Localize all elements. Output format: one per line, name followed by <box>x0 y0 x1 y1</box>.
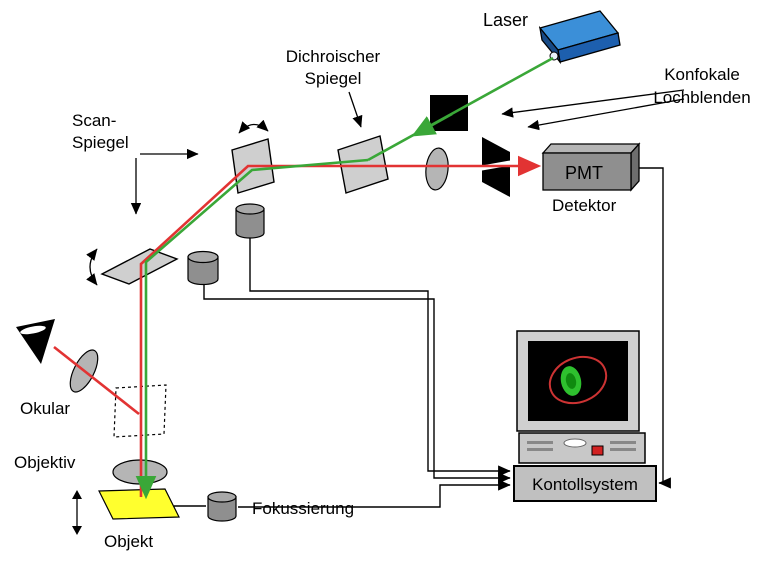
control-system: Kontollsystem <box>513 465 657 502</box>
focus-axis-arrow-down <box>72 526 82 535</box>
case-slot-1 <box>527 441 553 444</box>
okular-highlight <box>20 325 46 335</box>
fokussierung-label: Fokussierung <box>252 499 354 518</box>
pmt-label: PMT <box>565 163 603 183</box>
case-slot-3 <box>610 441 636 444</box>
scan-mirror-2-motor <box>187 256 219 286</box>
emission-beam-to-okular <box>53 345 140 416</box>
beam-paths <box>53 56 554 500</box>
case-badge <box>563 438 587 448</box>
text-labels: Laser Dichroischer Spiegel Konfokale Loc… <box>14 10 751 551</box>
case-slot-4 <box>610 448 636 451</box>
screen-cell-ring <box>548 355 608 405</box>
scan-mirror-2-motor-top <box>187 250 219 264</box>
scan-mirror-2-rotation-arrow <box>86 248 98 286</box>
scan-mirror-2-glass <box>100 248 179 285</box>
detection-lens <box>425 147 449 191</box>
focus-axis-arrow <box>72 490 82 535</box>
focus-motor-top <box>207 491 237 503</box>
pinholes-label-line2: Lochblenden <box>653 88 750 107</box>
objektiv-label: Objektiv <box>14 453 76 472</box>
wire-focus-to-control <box>238 479 511 508</box>
scan-mirror-1-rotation-arrow <box>238 119 269 134</box>
case-power-button <box>591 445 604 456</box>
specimen-object <box>98 488 180 520</box>
pmt-front-face <box>542 152 632 191</box>
dichroic-label-arrow <box>348 91 363 128</box>
pinholes-label-arrow-lower <box>527 98 685 131</box>
computer-monitor <box>516 330 640 432</box>
pmt-detector: PMT <box>541 142 641 192</box>
control-system-box <box>513 465 657 502</box>
excitation-beam-from-laser <box>367 56 554 162</box>
okular-funnel <box>16 319 55 364</box>
pmt-top-face <box>541 143 641 154</box>
laser-source <box>538 10 621 65</box>
focus-motor <box>207 491 237 522</box>
pinholes-label-line1: Konfokale <box>664 65 740 84</box>
screen-cell-nucleus <box>565 373 577 389</box>
dichroic-label-line2: Spiegel <box>305 69 362 88</box>
okular-eyepiece <box>16 319 99 393</box>
wire-scanmirror1-to-control <box>249 237 511 477</box>
emission-beam <box>139 155 542 497</box>
scan-label-line1: Scan- <box>72 111 116 130</box>
scan-mirror-1-motor-top <box>235 203 265 215</box>
objekt-label: Objekt <box>104 532 153 551</box>
laser-label: Laser <box>483 10 528 30</box>
pinholes-label-arrow-upper <box>501 89 685 118</box>
dichroic-label-line1: Dichroischer <box>286 47 381 66</box>
detektor-label: Detektor <box>552 196 617 215</box>
scan-mirror-2 <box>86 248 219 286</box>
excitation-pinhole <box>430 95 468 131</box>
wire-pmt-to-control <box>636 167 671 489</box>
wire-scanmirror2-to-control <box>203 283 511 484</box>
computer-case <box>518 432 646 464</box>
scan-label-line2: Spiegel <box>72 133 129 152</box>
okular-label: Okular <box>20 399 70 418</box>
excitation-beam-arrow <box>411 112 453 137</box>
focus-motor-body <box>207 496 237 522</box>
control-wiring <box>174 167 671 508</box>
label-pointers <box>130 89 685 215</box>
pmt-side-face <box>630 142 640 192</box>
case-slot-2 <box>527 448 553 451</box>
excitation-beam-scan-path <box>135 158 369 500</box>
scan-mirror-1-motor <box>235 208 265 239</box>
dichroic-mirror <box>337 135 389 194</box>
control-system-label: Kontollsystem <box>532 475 638 494</box>
focus-axis-arrow-up <box>72 490 82 499</box>
